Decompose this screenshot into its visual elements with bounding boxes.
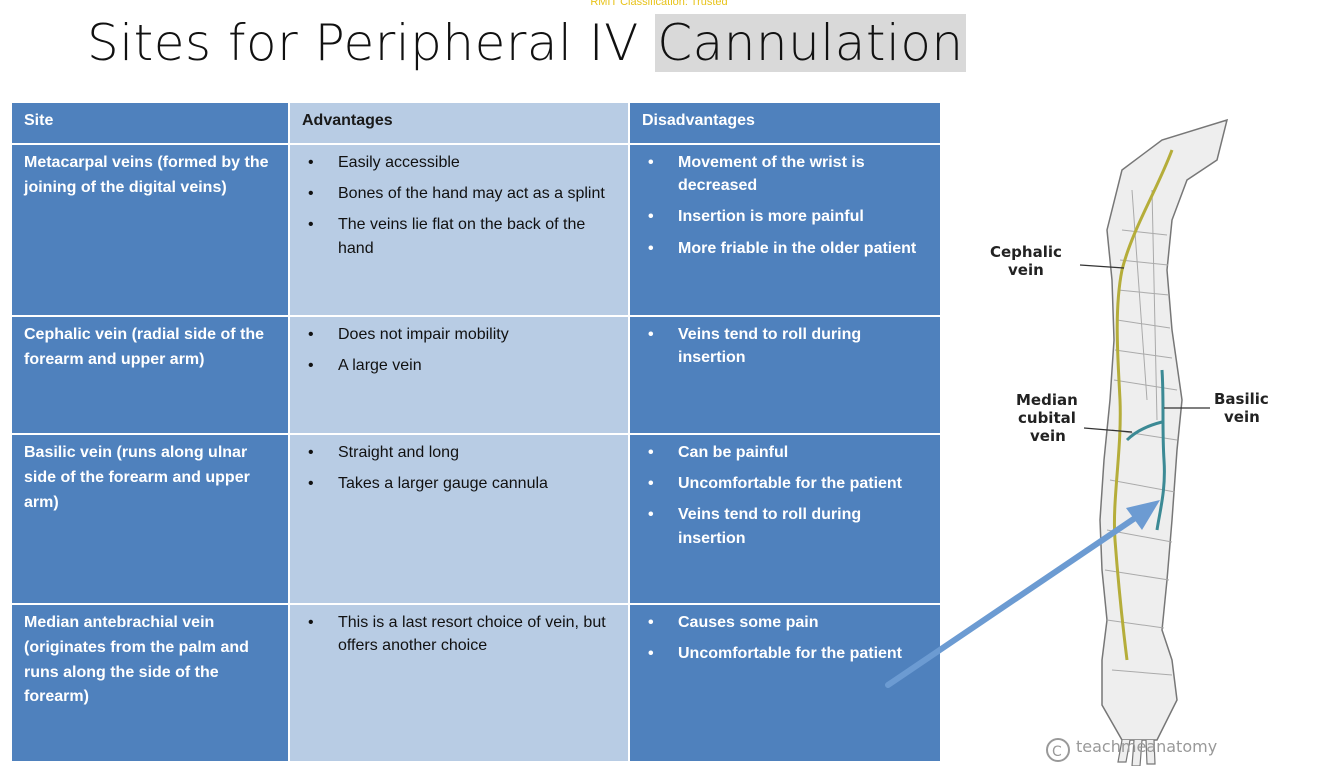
label-median-3: vein <box>1030 427 1066 445</box>
label-basilic: Basilic <box>1214 390 1269 408</box>
title-text: Sites for Peripheral IV <box>87 14 656 72</box>
label-cephalic-2: vein <box>1008 261 1044 279</box>
copyright-icon-glyph: C <box>1052 744 1062 760</box>
disadvantages-cell: Can be painful Uncomfortable for the pat… <box>628 433 942 605</box>
hand-fingers <box>1117 739 1156 766</box>
list-item: Movement of the wrist is decreased <box>642 151 928 197</box>
site-cell: Median antebrachial vein (originates fro… <box>10 603 290 763</box>
disadvantages-list: Veins tend to roll during insertion <box>642 323 928 369</box>
table-row: Median antebrachial vein (originates fro… <box>10 603 942 763</box>
site-cell: Cephalic vein (radial side of the forear… <box>10 315 290 435</box>
median-pointer <box>1083 427 1133 433</box>
list-item: Insertion is more painful <box>642 205 928 228</box>
disadvantages-cell: Movement of the wrist is decreased Inser… <box>628 143 942 317</box>
list-item: Uncomfortable for the patient <box>642 472 928 495</box>
label-basilic-2: vein <box>1224 408 1260 426</box>
advantages-cell: Straight and long Takes a larger gauge c… <box>288 433 630 605</box>
advantages-cell: This is a last resort choice of vein, bu… <box>288 603 630 763</box>
list-item: Easily accessible <box>302 151 616 174</box>
list-item: Veins tend to roll during insertion <box>642 503 928 549</box>
label-cephalic: Cephalic <box>990 243 1062 261</box>
disadvantages-list: Causes some pain Uncomfortable for the p… <box>642 611 928 666</box>
advantages-list: This is a last resort choice of vein, bu… <box>302 611 616 657</box>
copyright-icon <box>1046 738 1070 762</box>
list-item: The veins lie flat on the back of the ha… <box>302 213 616 259</box>
arm-vein-diagram: Cephalic vein Median cubital vein Basili… <box>990 118 1269 766</box>
header-site: Site <box>10 101 290 145</box>
site-cell: Metacarpal veins (formed by the joining … <box>10 143 290 317</box>
label-median: Median <box>1016 391 1078 409</box>
advantages-list: Does not impair mobility A large vein <box>302 323 616 378</box>
list-item: Causes some pain <box>642 611 928 634</box>
list-item: Veins tend to roll during insertion <box>642 323 928 369</box>
list-item: Bones of the hand may act as a splint <box>302 182 616 205</box>
list-item: Does not impair mobility <box>302 323 616 346</box>
classification-label: RMIT Classification: Trusted <box>590 0 728 8</box>
disadvantages-list: Can be painful Uncomfortable for the pat… <box>642 441 928 550</box>
advantages-list: Easily accessible Bones of the hand may … <box>302 151 616 260</box>
advantages-cell: Does not impair mobility A large vein <box>288 315 630 435</box>
header-advantages: Advantages <box>288 101 630 145</box>
basilic-vein <box>1155 369 1166 531</box>
table-header-row: Site Advantages Disadvantages <box>10 101 942 145</box>
list-item: A large vein <box>302 354 616 377</box>
list-item: Takes a larger gauge cannula <box>302 472 616 495</box>
list-item: Uncomfortable for the patient <box>642 642 928 665</box>
watermark-text: teachmeanatomy <box>1076 737 1217 756</box>
advantages-list: Straight and long Takes a larger gauge c… <box>302 441 616 496</box>
disadvantages-cell: Causes some pain Uncomfortable for the p… <box>628 603 942 763</box>
list-item: This is a last resort choice of vein, bu… <box>302 611 616 657</box>
list-item: Straight and long <box>302 441 616 464</box>
advantages-cell: Easily accessible Bones of the hand may … <box>288 143 630 317</box>
header-disadvantages: Disadvantages <box>628 101 942 145</box>
list-item: More friable in the older patient <box>642 237 928 260</box>
title-highlight: Cannulation <box>655 14 966 72</box>
table-row: Basilic vein (runs along ulnar side of t… <box>10 433 942 605</box>
slide-title: Sites for Peripheral IV Cannulation <box>87 14 966 72</box>
list-item: Can be painful <box>642 441 928 464</box>
site-cell: Basilic vein (runs along ulnar side of t… <box>10 433 290 605</box>
label-median-2: cubital <box>1018 409 1076 427</box>
median-cubital-vein <box>1125 420 1163 442</box>
disadvantages-cell: Veins tend to roll during insertion <box>628 315 942 435</box>
table-row: Cephalic vein (radial side of the forear… <box>10 315 942 435</box>
cephalic-pointer <box>1079 264 1125 269</box>
table-row: Metacarpal veins (formed by the joining … <box>10 143 942 317</box>
disadvantages-list: Movement of the wrist is decreased Inser… <box>642 151 928 260</box>
vein-sites-table: Site Advantages Disadvantages Metacarpal… <box>10 101 942 763</box>
